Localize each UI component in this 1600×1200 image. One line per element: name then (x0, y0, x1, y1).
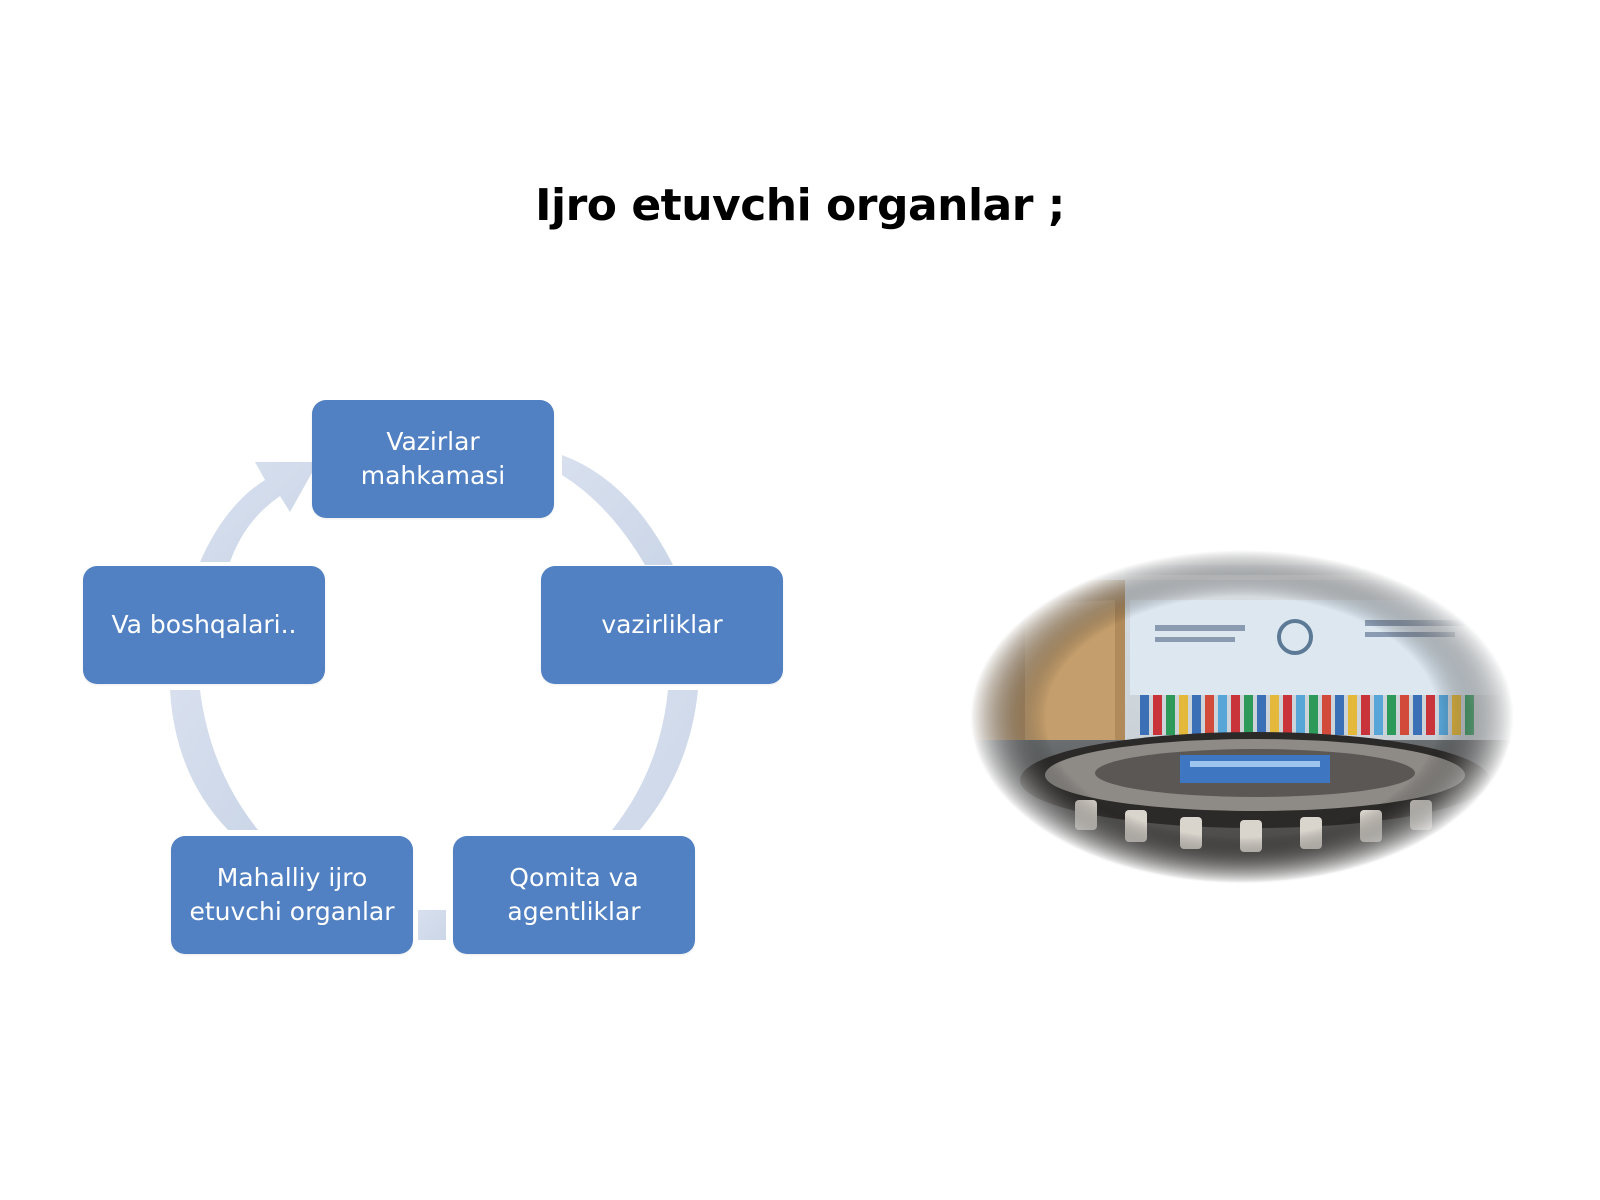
cycle-arrow-segment (170, 690, 258, 830)
cycle-node-qomita-va-agentliklar: Qomita va agentliklar (453, 836, 695, 954)
cycle-arrow-segment (418, 910, 446, 940)
cycle-node-va-boshqalari: Va boshqalari.. (83, 566, 325, 684)
cycle-node-mahalliy-ijro-etuvchi-organlar: Mahalliy ijro etuvchi organlar (171, 836, 413, 954)
cycle-node-label: vazirliklar (601, 610, 723, 639)
cycle-arrow-segment (612, 690, 698, 830)
cycle-arrow-head (200, 462, 318, 562)
conference-hall-photo (970, 550, 1514, 884)
cycle-arrow-segment (562, 455, 673, 565)
cycle-node-label: Va boshqalari.. (111, 610, 297, 639)
cycle-node-label: Mahalliy ijro etuvchi organlar (189, 863, 395, 926)
slide-title: Ijro etuvchi organlar ; (535, 180, 1065, 231)
cycle-node-vazirlar-mahkamasi: Vazirlar mahkamasi (312, 400, 554, 518)
cycle-node-label: Vazirlar mahkamasi (360, 427, 506, 490)
cycle-node-vazirliklar: vazirliklar (541, 566, 783, 684)
cycle-node-label: Qomita va agentliklar (507, 863, 641, 926)
